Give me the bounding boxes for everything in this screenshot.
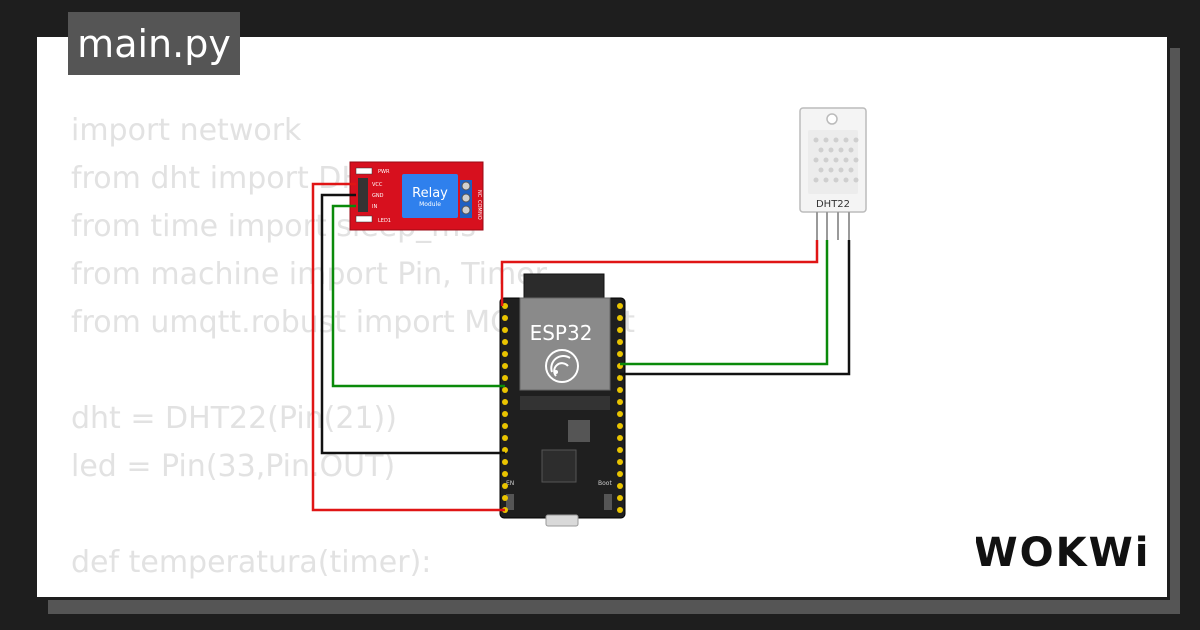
- esp32-left-header: [502, 303, 508, 513]
- wire-relay-gnd[interactable]: [320, 193, 505, 455]
- code-line: import network: [71, 113, 302, 148]
- usb-port-icon: [545, 514, 579, 527]
- esp32-label: ESP32: [530, 321, 593, 345]
- wire-dht-gnd[interactable]: [620, 240, 851, 376]
- relay-terminal-label: COM: [476, 200, 482, 212]
- led1-icon: [355, 215, 373, 223]
- en-button[interactable]: [506, 494, 514, 510]
- wire-relay-in[interactable]: [331, 204, 505, 388]
- dht22-pins: [816, 212, 850, 240]
- boot-label: Boot: [598, 480, 612, 487]
- relay-terminal-screw-icon: [461, 193, 471, 203]
- relay-terminal-label: NO: [476, 212, 482, 220]
- relay-led-label: PWR: [378, 169, 390, 175]
- relay-subtitle: Module: [419, 201, 441, 208]
- relay-terminal-screw-icon: [461, 205, 471, 215]
- relay-pin-label: VCC: [372, 182, 383, 188]
- wire-dht-vcc[interactable]: [500, 240, 819, 306]
- code-line: def temperatura(timer):: [71, 545, 432, 580]
- relay-terminal-screw-icon: [461, 181, 471, 191]
- wokwi-logo: WOKWi: [976, 530, 1148, 576]
- code-line: dht.measure(): [71, 587, 635, 597]
- relay-title: Relay: [412, 186, 448, 201]
- relay-led-label: LED1: [378, 218, 391, 224]
- relay-pin-label: GND: [372, 193, 384, 199]
- code-line: dht = DHT22(Pin(21)): [71, 401, 397, 436]
- relay-module[interactable]: Relay Module NC COM NO PWR LED1 VCC GND …: [349, 161, 484, 231]
- espressif-logo-icon: [545, 349, 579, 383]
- relay-terminal-label: NC: [476, 190, 482, 198]
- wokwi-logo-text: WOKWi: [976, 530, 1148, 576]
- file-tab[interactable]: main.py: [68, 12, 240, 75]
- dht22-label: DHT22: [816, 199, 850, 210]
- pwr-led-icon: [355, 167, 373, 175]
- wire-dht-data[interactable]: [620, 240, 829, 366]
- boot-button[interactable]: [604, 494, 612, 510]
- wires: [311, 182, 851, 512]
- wire-relay-vcc[interactable]: [311, 182, 505, 512]
- file-tab-label: main.py: [77, 21, 231, 66]
- code-line: led = Pin(33,Pin.OUT): [71, 449, 396, 484]
- dht22-grille: [808, 130, 859, 194]
- en-label: EN: [506, 480, 514, 487]
- dht22-sensor[interactable]: DHT22: [799, 107, 867, 240]
- esp32-right-header: [617, 303, 623, 513]
- esp32-board[interactable]: ESP32 Boot EN: [499, 273, 626, 527]
- relay-pin-label: IN: [372, 204, 377, 210]
